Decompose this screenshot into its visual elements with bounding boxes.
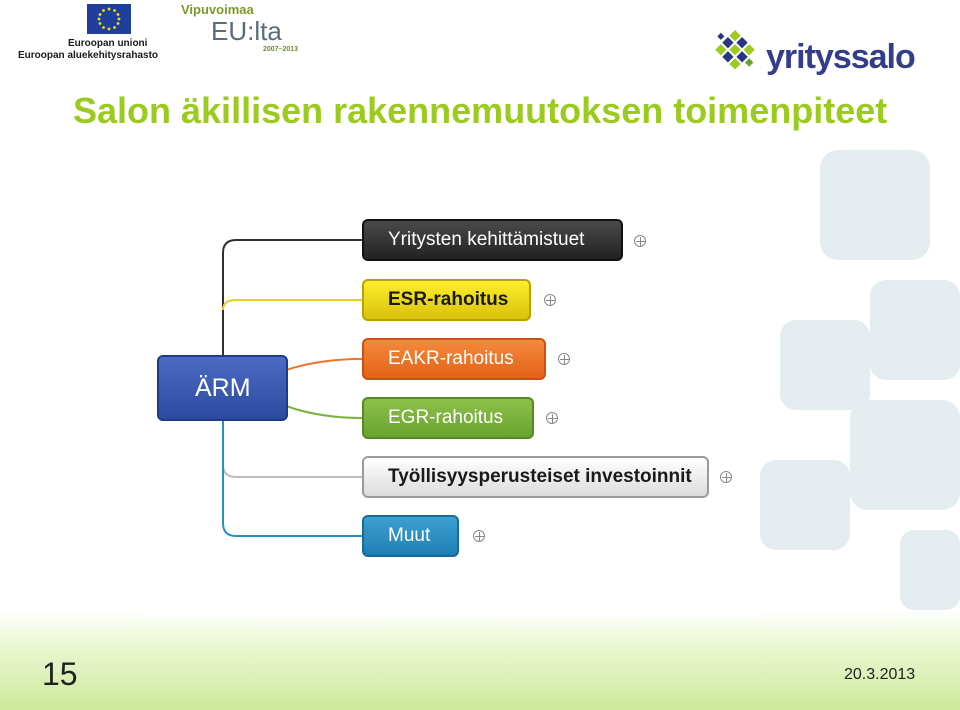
page-number: 15 [42,656,78,692]
mindmap-node-egr-rahoitus: EGR-rahoitus [362,397,534,439]
slide-title: Salon äkillisen rakennemuutoksen toimenp… [73,90,888,131]
vipuvoimaa-years: 2007–2013 [263,46,299,53]
expand-icon[interactable] [473,530,485,542]
mindmap-node-muut: Muut [362,515,459,557]
mindmap-root-node: ÄRM [157,355,288,421]
connector-tyollisyys [222,421,362,478]
eu-flag-icon [87,4,131,34]
mindmap-node-esr-rahoitus: ESR-rahoitus [362,279,531,321]
slide-date: 20.3.2013 [844,666,916,683]
expand-icon[interactable] [720,471,732,483]
mindmap-node-tyollisyysperusteiset: Työllisyysperusteiset investoinnit [362,456,709,498]
yrityssalo-logo: yrityssalo [706,24,916,84]
vipuvoimaa-logo: Vipuvoimaa EU:lta 2007–2013 [181,2,301,58]
expand-icon[interactable] [634,235,646,247]
vipuvoimaa-main: EU:lta [211,16,282,46]
connector-esr [222,299,362,311]
connector-muut [222,421,362,537]
background-tiles [760,150,960,610]
yrityssalo-wordmark: yrityssalo [766,38,916,76]
eu-logo-line2: Euroopan aluekehitysrahasto [18,50,159,61]
eu-logo: Euroopan unioni Euroopan aluekehitysraha… [18,4,158,61]
expand-icon[interactable] [546,412,558,424]
bottom-gradient-band [0,610,960,710]
vipuvoimaa-title: Vipuvoimaa [181,2,254,17]
connector-egr [285,405,363,419]
mindmap-node-yritysten-kehittamistuet: Yritysten kehittämistuet [362,219,623,261]
yrityssalo-mark-icon [715,29,755,70]
eu-logo-line1: Euroopan unioni [68,38,148,49]
connector-eakr [285,358,363,371]
expand-icon[interactable] [544,294,556,306]
mindmap-node-eakr-rahoitus: EAKR-rahoitus [362,338,546,380]
expand-icon[interactable] [558,353,570,365]
connector-yritysten [222,239,362,355]
